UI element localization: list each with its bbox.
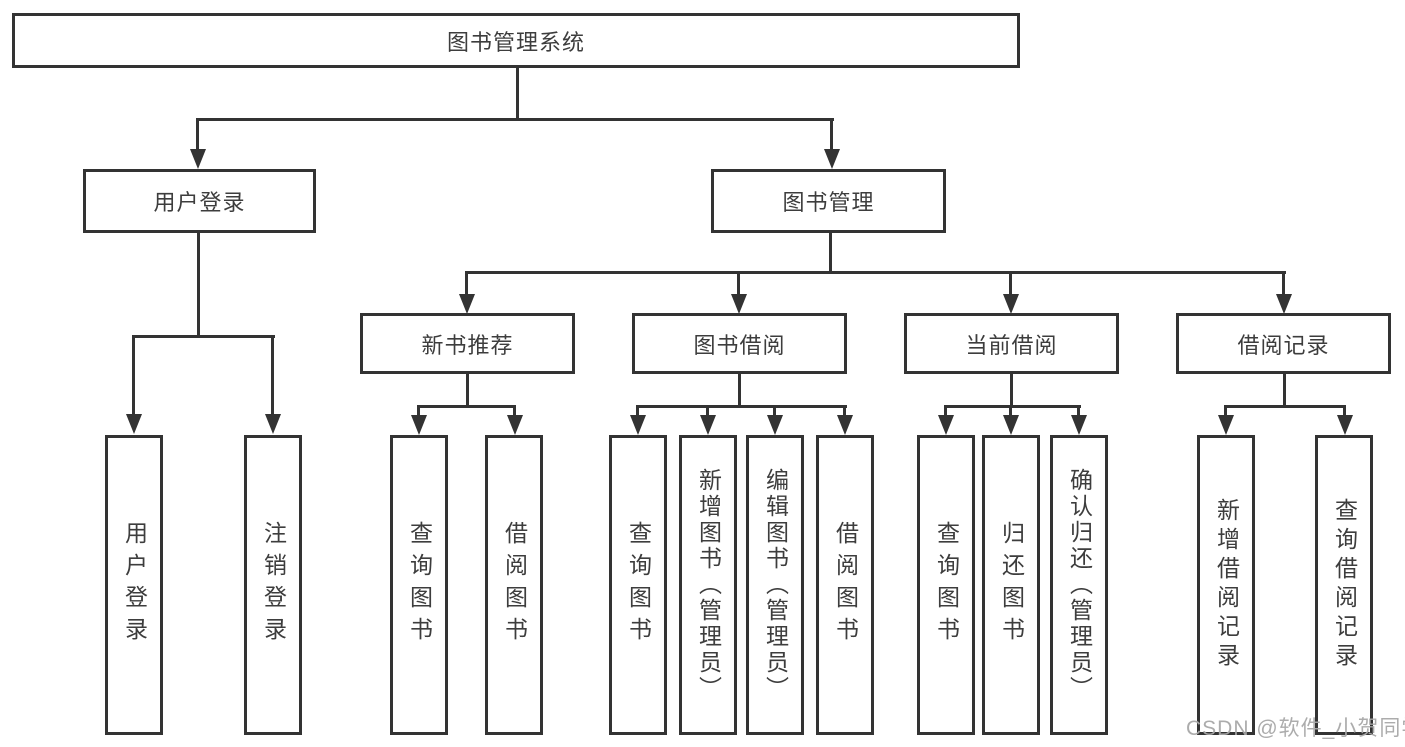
leaf-user-login-label: 用户登录 <box>121 521 148 649</box>
connector-current-branch <box>944 405 1081 408</box>
arrow-leaf-cur-2 <box>1003 415 1019 435</box>
arrow-leaf-bor-2 <box>700 415 716 435</box>
connector-to-leaf-cur-3 <box>1077 405 1080 417</box>
connector-recommend-stem <box>466 374 469 407</box>
node-book-management: 图书管理 <box>711 169 946 233</box>
leaf-records-query-record: 查询借阅记录 <box>1315 435 1373 735</box>
connector-to-leaf-rec-1 <box>417 405 420 417</box>
node-library-system-label: 图书管理系统 <box>446 29 585 55</box>
arrow-current <box>1003 294 1019 314</box>
leaf-logout: 注销登录 <box>244 435 302 735</box>
arrow-book-management <box>824 149 840 169</box>
arrow-borrow <box>731 294 747 314</box>
arrow-leaf-recd-1 <box>1218 415 1234 435</box>
arrow-user-login <box>190 149 206 169</box>
leaf-user-login: 用户登录 <box>105 435 163 735</box>
arrow-records <box>1276 294 1292 314</box>
connector-to-leaf-cur-1 <box>944 405 947 417</box>
leaf-borrow-add-books-admin-label: 新增图书（管理员） <box>695 468 722 702</box>
connector-to-leaf-rec-2 <box>513 405 516 417</box>
arrow-leaf-login-1 <box>126 414 142 434</box>
connector-to-leaf-login-2 <box>271 335 274 415</box>
node-library-system: 图书管理系统 <box>12 13 1020 68</box>
arrow-leaf-recd-2 <box>1337 415 1353 435</box>
connector-borrow-branch <box>636 405 847 408</box>
arrow-leaf-bor-4 <box>837 415 853 435</box>
connector-to-leaf-bor-2 <box>706 405 709 417</box>
connector-records-stem <box>1283 374 1286 407</box>
leaf-current-confirm-return-admin: 确认归还（管理员） <box>1050 435 1108 735</box>
connector-to-leaf-bor-3 <box>773 405 776 417</box>
leaf-recommend-query-books-label: 查询图书 <box>406 521 433 649</box>
node-new-book-recommend-label: 新书推荐 <box>421 332 514 358</box>
leaf-current-return-books: 归还图书 <box>982 435 1040 735</box>
arrow-leaf-cur-1 <box>938 415 954 435</box>
arrow-leaf-bor-1 <box>630 415 646 435</box>
node-borrow-records-label: 借阅记录 <box>1237 332 1330 358</box>
arrow-leaf-rec-2 <box>507 415 523 435</box>
leaf-records-query-record-label: 查询借阅记录 <box>1331 498 1358 672</box>
leaf-current-query-books-label: 查询图书 <box>933 521 960 649</box>
connector-borrow-stem <box>738 374 741 407</box>
connector-to-book-management <box>830 118 833 150</box>
leaf-borrow-query-books-label: 查询图书 <box>625 521 652 649</box>
connector-recommend-branch <box>417 405 516 408</box>
connector-root-branch <box>197 118 834 121</box>
leaf-recommend-query-books: 查询图书 <box>390 435 448 735</box>
leaf-recommend-borrow-books: 借阅图书 <box>485 435 543 735</box>
leaf-borrow-borrow-books-label: 借阅图书 <box>832 521 859 649</box>
connector-current-stem <box>1010 374 1013 407</box>
connector-to-user-login <box>196 118 199 150</box>
node-book-borrow-label: 图书借阅 <box>693 332 786 358</box>
leaf-borrow-add-books-admin: 新增图书（管理员） <box>679 435 737 735</box>
node-user-login-label: 用户登录 <box>153 190 246 215</box>
connector-to-current <box>1009 271 1012 295</box>
leaf-records-add-record-label: 新增借阅记录 <box>1213 498 1240 672</box>
connector-to-borrow <box>737 271 740 295</box>
leaf-current-confirm-return-admin-label: 确认归还（管理员） <box>1066 468 1093 702</box>
csdn-watermark: CSDN @软件_小贺同学 <box>1186 717 1405 740</box>
arrow-leaf-cur-3 <box>1071 415 1087 435</box>
leaf-borrow-query-books: 查询图书 <box>609 435 667 735</box>
connector-to-leaf-recd-2 <box>1343 405 1346 417</box>
connector-to-leaf-recd-1 <box>1224 405 1227 417</box>
connector-login-branch <box>132 335 275 338</box>
connector-records-branch <box>1224 405 1346 408</box>
node-current-borrow-label: 当前借阅 <box>965 332 1058 358</box>
node-borrow-records: 借阅记录 <box>1176 313 1391 374</box>
connector-to-records <box>1282 271 1285 295</box>
leaf-records-add-record: 新增借阅记录 <box>1197 435 1255 735</box>
leaf-borrow-edit-books-admin: 编辑图书（管理员） <box>746 435 804 735</box>
connector-to-leaf-cur-2 <box>1009 405 1012 417</box>
node-book-management-label: 图书管理 <box>782 190 875 215</box>
connector-login-stem <box>197 233 200 337</box>
arrow-leaf-login-2 <box>265 414 281 434</box>
arrow-leaf-rec-1 <box>411 415 427 435</box>
connector-to-leaf-bor-4 <box>843 405 846 417</box>
leaf-recommend-borrow-books-label: 借阅图书 <box>501 521 528 649</box>
connector-root-stem <box>516 68 519 120</box>
leaf-current-query-books: 查询图书 <box>917 435 975 735</box>
connector-management-stem <box>829 233 832 273</box>
arrow-leaf-bor-3 <box>767 415 783 435</box>
node-current-borrow: 当前借阅 <box>904 313 1119 374</box>
connector-management-branch <box>465 271 1286 274</box>
node-user-login: 用户登录 <box>83 169 316 233</box>
connector-to-leaf-login-1 <box>132 335 135 415</box>
leaf-borrow-borrow-books: 借阅图书 <box>816 435 874 735</box>
node-book-borrow: 图书借阅 <box>632 313 847 374</box>
leaf-logout-label: 注销登录 <box>260 521 287 649</box>
leaf-current-return-books-label: 归还图书 <box>998 521 1025 649</box>
arrow-recommend <box>459 294 475 314</box>
connector-to-recommend <box>465 271 468 295</box>
connector-to-leaf-bor-1 <box>636 405 639 417</box>
leaf-borrow-edit-books-admin-label: 编辑图书（管理员） <box>762 468 789 702</box>
node-new-book-recommend: 新书推荐 <box>360 313 575 374</box>
